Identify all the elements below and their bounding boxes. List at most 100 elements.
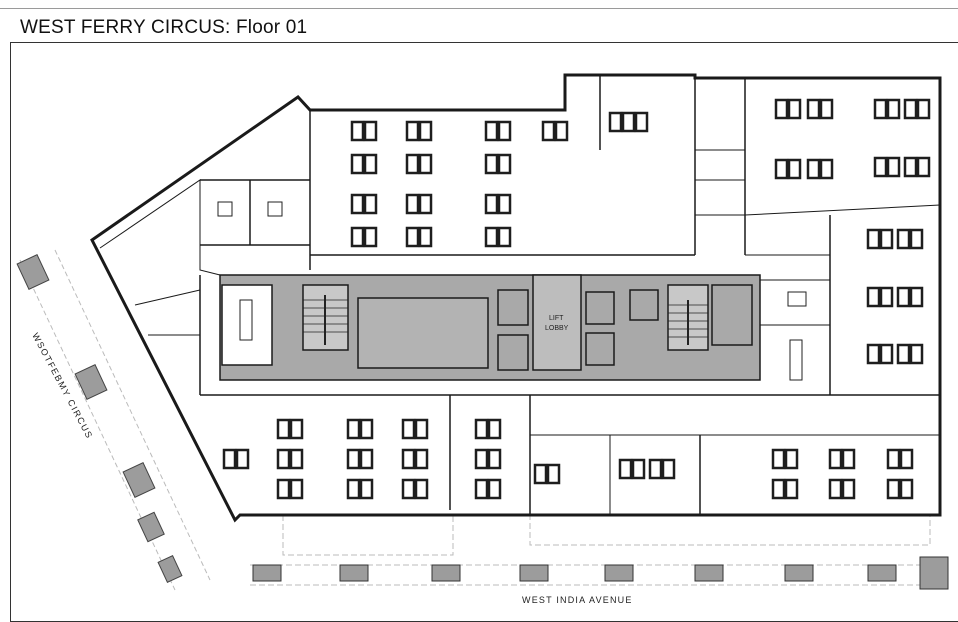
desk <box>484 226 499 248</box>
desk <box>903 156 918 178</box>
column <box>784 564 814 582</box>
desk <box>909 228 924 250</box>
desk <box>899 448 914 470</box>
column <box>431 564 461 582</box>
desk-clusters <box>222 98 931 500</box>
desk <box>276 448 291 470</box>
desk <box>350 120 365 142</box>
column <box>339 564 369 582</box>
desk <box>289 448 304 470</box>
west-street-columns <box>16 253 183 584</box>
desk <box>497 226 512 248</box>
desk <box>896 286 911 308</box>
column <box>252 564 282 582</box>
west-street <box>19 249 211 591</box>
desk <box>350 153 365 175</box>
desk <box>774 158 789 180</box>
desk <box>350 193 365 215</box>
desk <box>405 226 420 248</box>
desk <box>346 478 361 500</box>
desk <box>916 98 931 120</box>
desk <box>608 111 623 133</box>
desk <box>346 448 361 470</box>
desk <box>661 458 676 480</box>
desk <box>474 418 489 440</box>
desk <box>474 448 489 470</box>
desk <box>401 418 416 440</box>
building-outline <box>90 73 942 523</box>
desk <box>886 156 901 178</box>
desk <box>873 156 888 178</box>
desk <box>350 226 365 248</box>
desk <box>414 478 429 500</box>
desk <box>784 478 799 500</box>
desk <box>401 448 416 470</box>
desk <box>487 418 502 440</box>
desk <box>886 478 901 500</box>
desk <box>346 418 361 440</box>
lift-lobby-label-2: LOBBY <box>545 325 569 332</box>
desk <box>621 111 636 133</box>
desk <box>896 228 911 250</box>
desk <box>618 458 633 480</box>
desk <box>806 98 821 120</box>
desk <box>784 448 799 470</box>
desk <box>235 448 250 470</box>
desk <box>363 226 378 248</box>
desk <box>405 153 420 175</box>
desk <box>819 158 834 180</box>
desk <box>414 448 429 470</box>
desk <box>289 478 304 500</box>
desk <box>841 448 856 470</box>
desk <box>828 448 843 470</box>
desk <box>806 158 821 180</box>
column <box>519 564 549 582</box>
desk <box>418 153 433 175</box>
desk <box>787 98 802 120</box>
desk <box>484 120 499 142</box>
desk <box>631 458 646 480</box>
desk <box>648 458 663 480</box>
desk <box>497 120 512 142</box>
desk <box>363 193 378 215</box>
desk <box>916 156 931 178</box>
desk <box>866 228 881 250</box>
desk <box>484 153 499 175</box>
desk <box>533 463 548 485</box>
desk <box>474 478 489 500</box>
stairs <box>303 295 708 345</box>
desk <box>841 478 856 500</box>
desk <box>276 418 291 440</box>
desk <box>886 448 901 470</box>
desk <box>866 286 881 308</box>
desk <box>359 418 374 440</box>
desk <box>414 418 429 440</box>
page-title: WEST FERRY CIRCUS: Floor 01 <box>20 17 308 38</box>
desk <box>879 228 894 250</box>
desk <box>879 343 894 365</box>
desk <box>554 120 569 142</box>
desk <box>418 120 433 142</box>
column <box>867 564 897 582</box>
meeting-tables <box>217 201 807 381</box>
desk <box>634 111 649 133</box>
desk <box>359 448 374 470</box>
desk <box>873 98 888 120</box>
desk <box>903 98 918 120</box>
desk <box>497 153 512 175</box>
lift-lobby-label: LIFT <box>549 315 564 322</box>
desk <box>359 478 374 500</box>
desk <box>879 286 894 308</box>
street-label-south: WEST INDIA AVENUE <box>522 595 633 605</box>
desk <box>896 343 911 365</box>
column <box>694 564 724 582</box>
desk <box>771 478 786 500</box>
desk <box>418 226 433 248</box>
desk <box>401 478 416 500</box>
desk <box>487 448 502 470</box>
desk <box>546 463 561 485</box>
south-columns <box>252 556 949 590</box>
desk <box>774 98 789 120</box>
desk <box>276 478 291 500</box>
desk <box>828 478 843 500</box>
